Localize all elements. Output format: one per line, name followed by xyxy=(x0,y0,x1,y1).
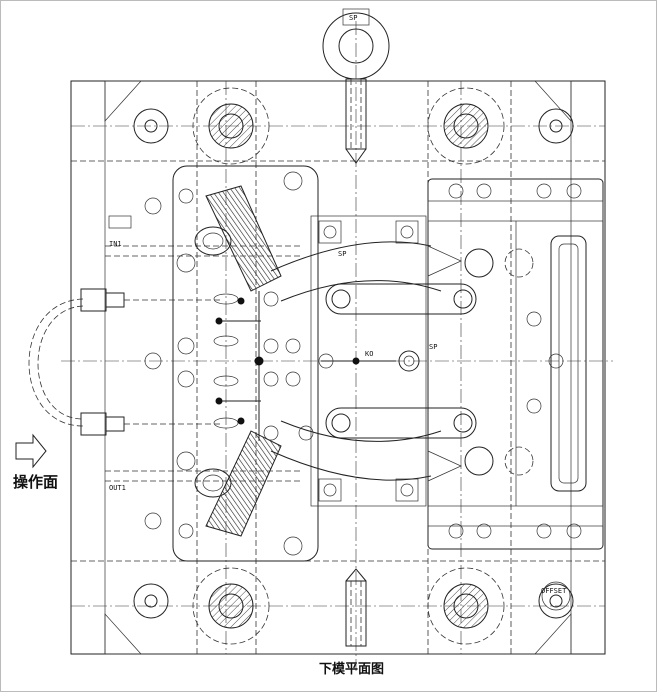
in1-tag: IN1 xyxy=(109,240,122,248)
left-insert-block xyxy=(144,165,319,562)
center-lines xyxy=(61,21,613,671)
guide-pillar-bottom-left xyxy=(133,567,270,645)
sp-right-tag: SP xyxy=(429,343,437,351)
center-core: KO SP SP xyxy=(263,215,477,507)
cooling-hose: IN1 OUT1 xyxy=(28,215,301,492)
bottom-center-bolt xyxy=(345,568,367,647)
ko-tag: KO xyxy=(365,350,373,358)
comb-lower xyxy=(194,430,282,537)
eyebolt-sp-tag: SP xyxy=(349,14,357,22)
guide-pillar-bottom-right xyxy=(427,567,574,645)
guide-pillar-top-right xyxy=(427,87,574,165)
sp-upper-tag: SP xyxy=(338,250,346,258)
right-slider-block xyxy=(427,178,604,550)
operation-side-label: 操作面 xyxy=(13,473,58,491)
offset-tag: OFFSET xyxy=(541,587,567,595)
operation-side-arrow-icon xyxy=(15,433,47,469)
guide-pillar-top-left xyxy=(133,87,270,165)
offset-marker: OFFSET xyxy=(541,581,571,611)
guide-dashes xyxy=(71,81,605,654)
drawing-title: 下模平面图 xyxy=(319,661,384,677)
out1-tag: OUT1 xyxy=(109,484,126,492)
outer-plate xyxy=(70,80,606,655)
lifting-eye-bolt: SP xyxy=(322,8,390,164)
comb-upper xyxy=(194,185,282,292)
